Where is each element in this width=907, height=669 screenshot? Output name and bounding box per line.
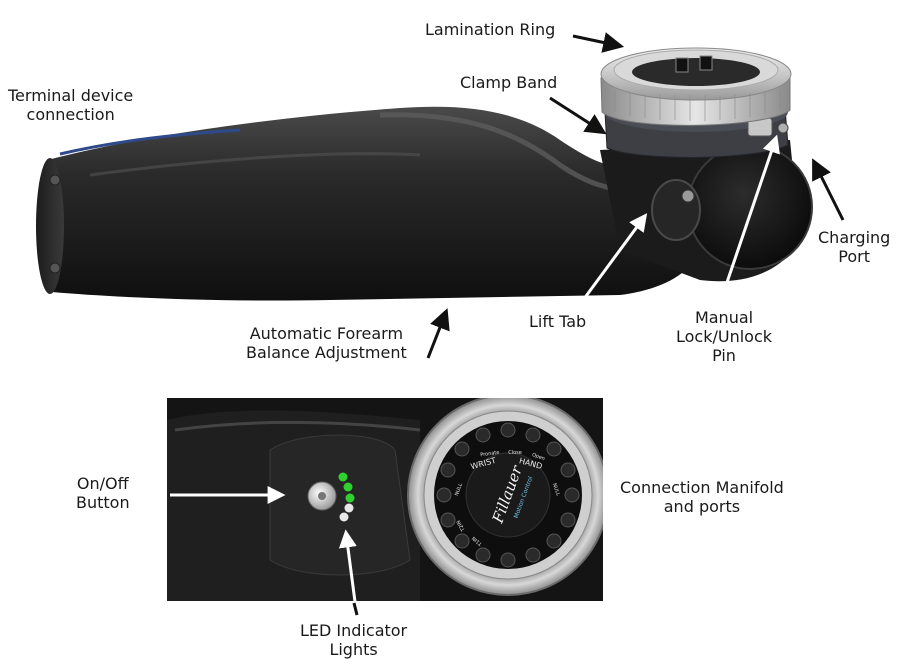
arrow-forearm-balance (426, 308, 450, 359)
led-indicator-lights (338, 472, 355, 522)
port (546, 533, 562, 549)
label-line: Lock/Unlock (676, 327, 773, 346)
wrist-unit-photo (36, 47, 813, 301)
label-line: Port (838, 247, 871, 266)
port (560, 512, 576, 528)
manifold-label-null: NULL (551, 483, 561, 497)
arrow-clamp-band (549, 96, 607, 135)
manifold-label-close: Close (508, 450, 522, 456)
led-light (338, 472, 348, 482)
port (560, 462, 576, 478)
label-line: LED Indicator (300, 621, 408, 640)
manifold-label-null: NULL (454, 482, 464, 496)
lift-cover (687, 144, 813, 270)
arrow-led-lights-lower (352, 602, 359, 616)
port (454, 441, 470, 457)
terminal-end-face (36, 158, 64, 294)
port (564, 487, 580, 503)
arrow-lift-tab (576, 213, 648, 308)
label-line: Manual (694, 308, 754, 327)
port (440, 462, 456, 478)
forearm-body (41, 106, 700, 301)
screw-icon (49, 262, 61, 274)
port (500, 422, 516, 438)
manifold-label-open: Open (531, 452, 546, 462)
label-line: Terminal device (8, 86, 134, 105)
label-lamination-ring: Lamination Ring (425, 20, 555, 39)
control-panel-recess (269, 434, 411, 576)
manifold-ports (436, 422, 580, 568)
port (525, 427, 541, 443)
port (475, 547, 491, 563)
on-off-button-center (318, 492, 326, 500)
label-line: Charging (818, 228, 891, 247)
manual-pin-icon (777, 122, 789, 134)
port (440, 512, 456, 528)
label-line: Pin (712, 346, 736, 365)
led-light (345, 493, 355, 503)
port (500, 552, 516, 568)
led-light (344, 503, 354, 513)
label-line: Button (76, 493, 130, 512)
label-line: Lamination Ring (425, 20, 556, 39)
screw-icon (49, 174, 61, 186)
label-terminal-device: Terminal device connection (8, 86, 133, 124)
label-line: Lift Tab (529, 312, 587, 331)
led-light (339, 512, 349, 522)
arrow-charging-port (812, 158, 845, 221)
label-line: Balance Adjustment (246, 343, 407, 362)
label-clamp-band: Clamp Band (460, 73, 557, 92)
label-line: Lights (329, 640, 378, 659)
lift-tab (651, 179, 701, 241)
label-line: and ports (663, 497, 741, 516)
label-line: connection (26, 105, 115, 124)
manifold-label-t2in: T2IN (456, 519, 468, 533)
label-charging-port: Charging Port (818, 228, 890, 266)
arrow-manual-pin (718, 134, 780, 304)
port (546, 441, 562, 457)
label-manual-pin: Manual Lock/Unlock Pin (676, 308, 772, 365)
screw-icon (681, 189, 695, 203)
label-connection-manifold: Connection Manifold and ports (620, 478, 784, 516)
label-lift-tab: Lift Tab (529, 312, 586, 331)
label-forearm-balance: Automatic Forearm Balance Adjustment (246, 324, 407, 362)
label-on-off: On/Off Button (76, 474, 130, 512)
led-light (343, 482, 353, 492)
end-view-photo (167, 398, 603, 601)
label-line: Automatic Forearm (249, 324, 404, 343)
label-line: Clamp Band (460, 73, 558, 92)
port (475, 427, 491, 443)
port (436, 487, 452, 503)
port (525, 547, 541, 563)
label-line: Connection Manifold (620, 478, 784, 497)
port (454, 533, 470, 549)
arrow-lamination-ring (572, 32, 625, 53)
callout-arrows (426, 32, 845, 359)
label-led-lights: LED Indicator Lights (300, 621, 407, 659)
manifold-label-pronate: Pronate (480, 450, 500, 459)
label-line: On/Off (76, 474, 129, 493)
